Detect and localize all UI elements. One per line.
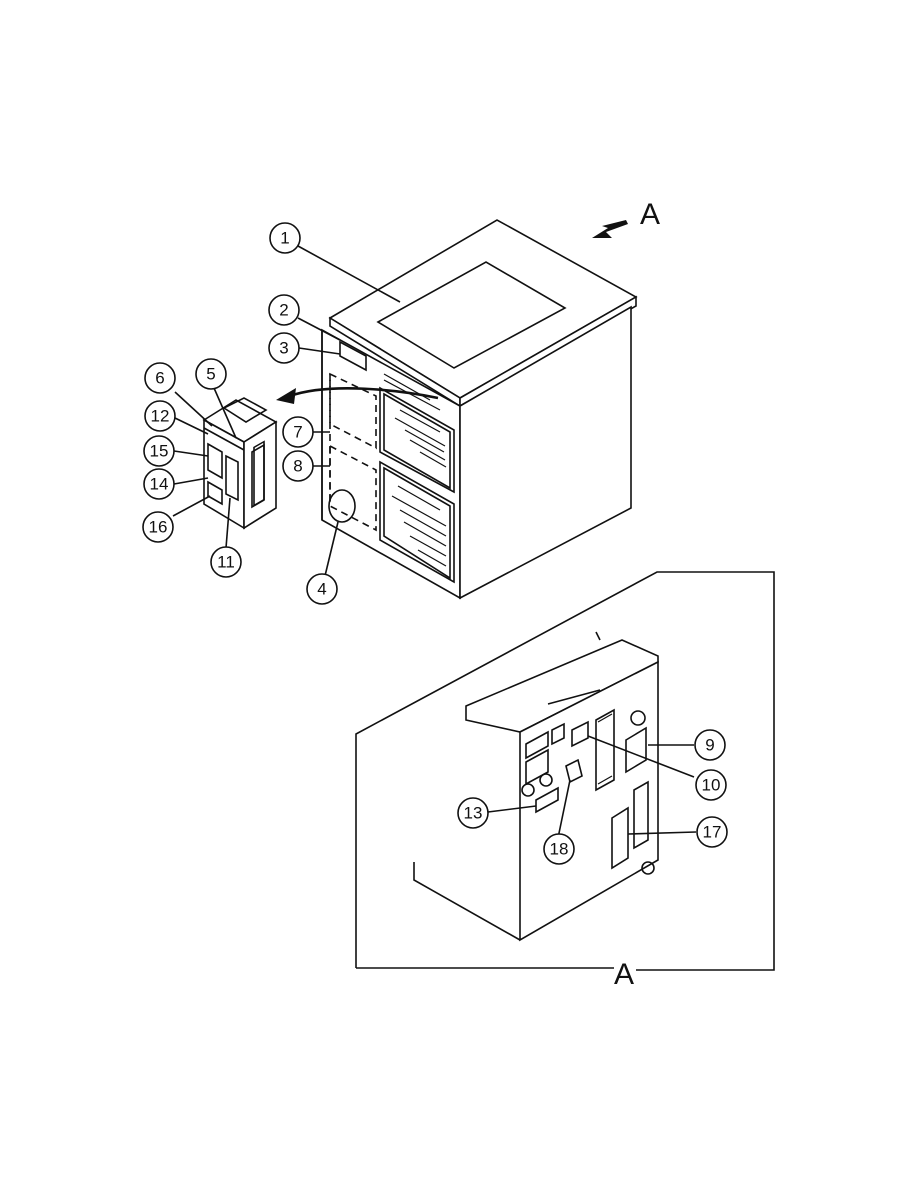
callout-17: 17 [697, 817, 727, 847]
svg-text:17: 17 [703, 823, 722, 842]
svg-text:9: 9 [705, 736, 714, 755]
callout-15: 15 [144, 436, 174, 466]
svg-text:15: 15 [150, 442, 169, 461]
svg-text:7: 7 [293, 423, 302, 442]
svg-text:3: 3 [279, 339, 288, 358]
svg-text:5: 5 [206, 365, 215, 384]
svg-text:16: 16 [149, 518, 168, 537]
callout-7: 7 [283, 417, 313, 447]
svg-text:2: 2 [279, 301, 288, 320]
callout-12: 12 [145, 401, 175, 431]
callout-2: 2 [269, 295, 299, 325]
callout-1: 1 [270, 223, 300, 253]
callout-18: 18 [544, 834, 574, 864]
callout-3: 3 [269, 333, 299, 363]
callout-9: 9 [695, 730, 725, 760]
svg-text:4: 4 [317, 580, 326, 599]
svg-text:18: 18 [550, 840, 569, 859]
svg-text:1: 1 [280, 229, 289, 248]
svg-text:12: 12 [151, 407, 170, 426]
callout-11: 11 [211, 547, 241, 577]
callout-16: 16 [143, 512, 173, 542]
svg-text:11: 11 [217, 553, 235, 572]
callout-10: 10 [696, 770, 726, 800]
view-arrow-a: A [592, 198, 660, 238]
view-label-top: A [640, 198, 660, 231]
view-label-bottom: A [614, 958, 634, 991]
callout-13: 13 [458, 798, 488, 828]
svg-text:8: 8 [293, 457, 302, 476]
removed-module [204, 398, 276, 528]
callout-14: 14 [144, 469, 174, 499]
svg-text:10: 10 [702, 776, 721, 795]
callout-8: 8 [283, 451, 313, 481]
callout-6: 6 [145, 363, 175, 393]
callout-5: 5 [196, 359, 226, 389]
svg-text:14: 14 [150, 475, 169, 494]
cabinet-front [322, 220, 636, 598]
callout-4: 4 [307, 574, 337, 604]
svg-text:6: 6 [155, 369, 164, 388]
svg-text:13: 13 [464, 804, 483, 823]
